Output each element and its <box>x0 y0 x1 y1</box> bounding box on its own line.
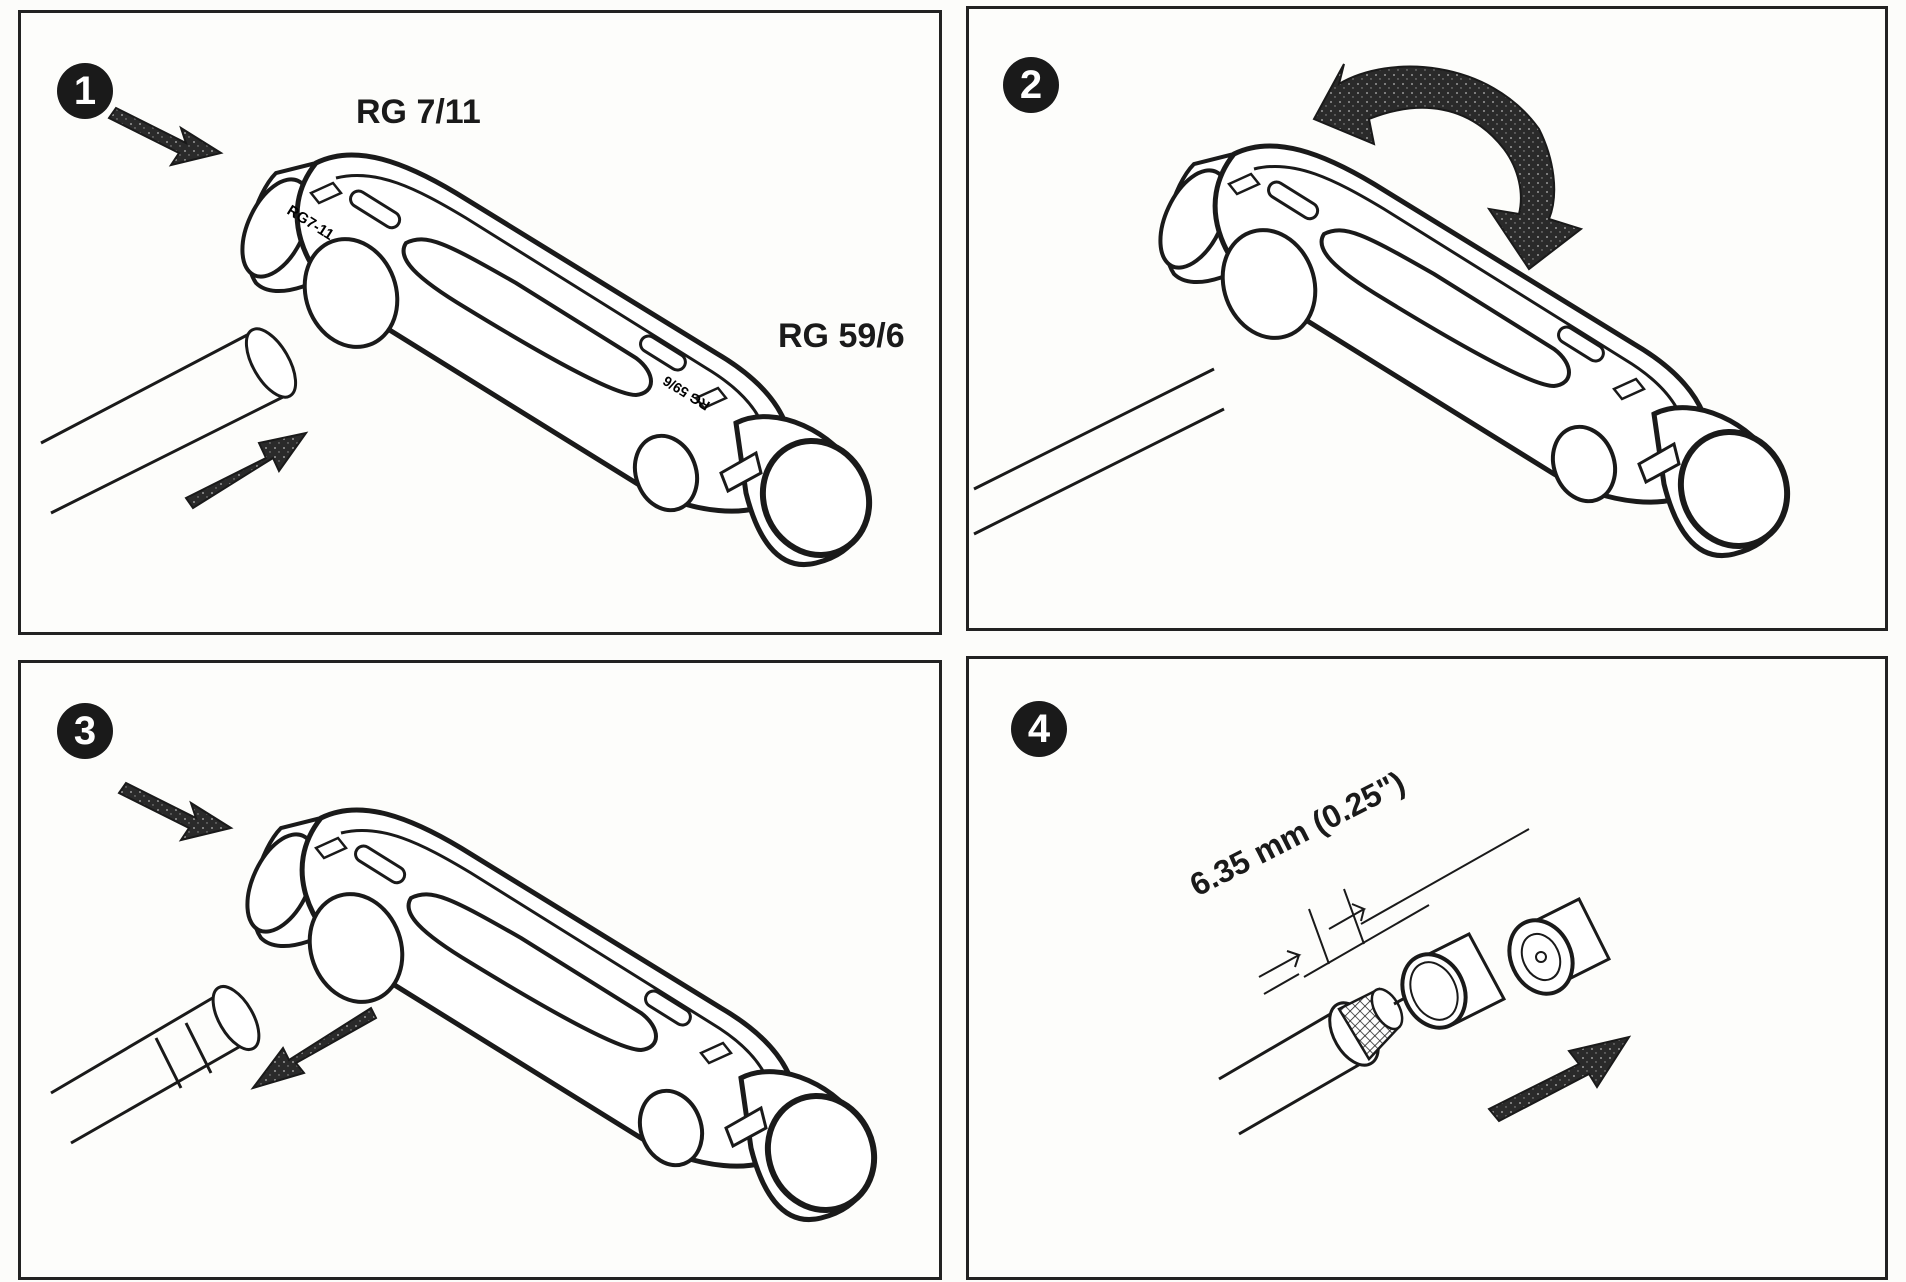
push-arrow-icon <box>117 781 234 842</box>
step-2-badge: 2 <box>1003 57 1059 113</box>
step-2-illustration <box>973 63 1885 628</box>
step-3-badge: 3 <box>57 703 113 759</box>
pull-arrow-icon <box>250 1006 378 1090</box>
step-1-panel: RG7-11 RG 59/6 1 RG 7/11 RG 59/6 <box>18 10 942 635</box>
step-4-illustration <box>1218 828 1632 1136</box>
step-3-illustration <box>50 781 939 1277</box>
attach-arrow-icon <box>1487 1035 1632 1123</box>
step-1-badge: 1 <box>57 63 113 119</box>
rotate-arrow-icon <box>1312 63 1584 271</box>
rg-7-11-label: RG 7/11 <box>356 93 481 131</box>
insert-arrow-icon <box>184 431 309 510</box>
step-4-badge: 4 <box>1011 701 1067 757</box>
push-arrow-icon <box>107 106 224 167</box>
rg-59-6-label: RG 59/6 <box>778 317 905 355</box>
step-4-panel: 4 6.35 mm (0.25") <box>966 656 1888 1280</box>
step-1-illustration: RG7-11 RG 59/6 <box>40 106 939 632</box>
step-2-panel: 2 <box>966 6 1888 631</box>
step-3-panel: 3 <box>18 660 942 1280</box>
